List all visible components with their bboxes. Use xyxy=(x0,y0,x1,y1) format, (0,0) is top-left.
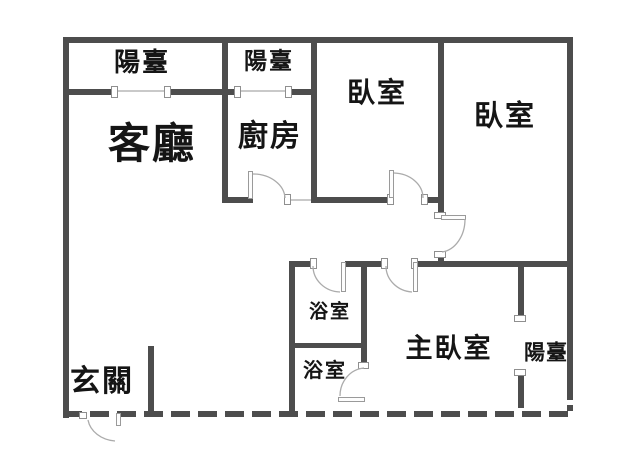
wall-hall-south-b xyxy=(345,261,384,267)
wall-bedroom1-south-left xyxy=(317,197,390,203)
bathroom1-door-leaf xyxy=(341,262,346,292)
room-label-bathroom-2: 浴室 xyxy=(303,360,347,382)
wall-exterior-left xyxy=(63,37,69,418)
bedroom1-door-arc xyxy=(393,172,424,199)
bathroom2-door-arc xyxy=(339,367,365,397)
door-jamb-bedroom2-bottom xyxy=(434,251,446,258)
window-cap-balcony-e-top xyxy=(514,315,526,322)
wall-balcony-nw-left xyxy=(66,89,114,95)
window-line-balcony-nw xyxy=(114,90,171,92)
wall-balcony-n-left xyxy=(228,89,237,95)
room-label-balcony-e: 陽臺 xyxy=(524,341,568,365)
wall-hall-south-a xyxy=(289,261,313,267)
kitchen-door-leaf xyxy=(248,171,253,199)
door-jamb-bedroom1-right xyxy=(421,194,428,205)
wall-entry-stub xyxy=(148,346,154,412)
window-cap xyxy=(285,86,292,98)
wall-bathroom-left xyxy=(289,262,295,412)
wall-hall-south-c xyxy=(415,261,573,267)
master-door-leaf xyxy=(413,262,418,292)
room-label-bathroom-1: 浴室 xyxy=(308,301,352,323)
master-door-arc xyxy=(385,265,413,293)
wall-exterior-bottom-dashed xyxy=(63,411,573,417)
bathroom1-door-arc xyxy=(312,265,341,293)
window-cap-balcony-e-bottom xyxy=(514,369,526,376)
entry-door-arc xyxy=(87,419,116,442)
threshold-kitchen-door xyxy=(290,199,311,201)
bathroom2-door-leaf xyxy=(338,397,365,402)
door-jamb-entry xyxy=(79,412,87,419)
kitchen-door-arc xyxy=(252,173,286,199)
window-cap xyxy=(164,86,171,98)
window-cap xyxy=(111,86,118,98)
wall-balcony-nw-right xyxy=(171,89,222,95)
room-label-balcony-n: 陽臺 xyxy=(244,47,294,74)
room-label-bedroom-1: 臥室 xyxy=(346,77,408,108)
wall-kitchen-bedroom1 xyxy=(311,43,317,203)
wall-bedroom1-south-right xyxy=(426,197,444,203)
room-label-kitchen: 廚房 xyxy=(238,120,302,153)
wall-balcony-n-right xyxy=(292,89,311,95)
door-jamb-kitchen xyxy=(284,194,291,205)
room-label-master-bedroom: 主臥室 xyxy=(405,333,493,364)
wall-balcony-divider-upper xyxy=(518,265,524,319)
wall-bathroom-divider xyxy=(289,343,367,348)
entry-door-leaf xyxy=(116,413,121,426)
wall-exterior-top xyxy=(63,37,573,43)
room-label-entryway: 玄關 xyxy=(70,365,134,398)
room-label-balcony-nw: 陽臺 xyxy=(113,47,171,77)
window-cap xyxy=(234,86,241,98)
bedroom1-door-leaf xyxy=(389,170,394,198)
window-line-balcony-n xyxy=(237,90,292,92)
door-jamb-master-left xyxy=(381,258,388,269)
room-label-living-room: 客廳 xyxy=(107,120,197,167)
wall-kitchen-south xyxy=(228,197,253,203)
wall-bedroom2-door-stub xyxy=(438,256,444,264)
wall-bedroom1-bedroom2 xyxy=(438,43,444,215)
wall-livingroom-kitchen xyxy=(222,43,228,203)
wall-balcony-divider-lower xyxy=(518,374,524,408)
bedroom2-door-leaf xyxy=(441,215,466,220)
wall-exterior-right xyxy=(567,37,573,394)
wall-bathroom-right xyxy=(361,262,367,367)
wall-exterior-right-lower-dashed xyxy=(567,394,573,414)
room-label-bedroom-2: 臥室 xyxy=(473,100,537,133)
bedroom2-door-arc xyxy=(441,218,466,253)
